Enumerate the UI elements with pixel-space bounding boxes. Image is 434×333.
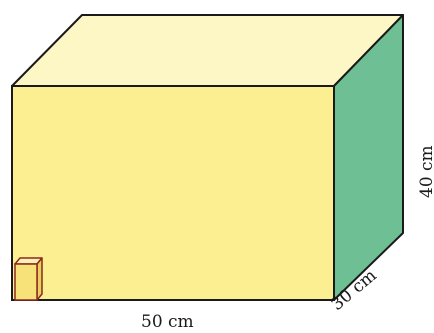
box-front-face — [11, 85, 335, 301]
height-label: 40 cm — [417, 145, 434, 198]
unit-cube — [14, 257, 43, 301]
width-label: 50 cm — [141, 312, 194, 332]
unit-cube-front — [14, 263, 38, 301]
